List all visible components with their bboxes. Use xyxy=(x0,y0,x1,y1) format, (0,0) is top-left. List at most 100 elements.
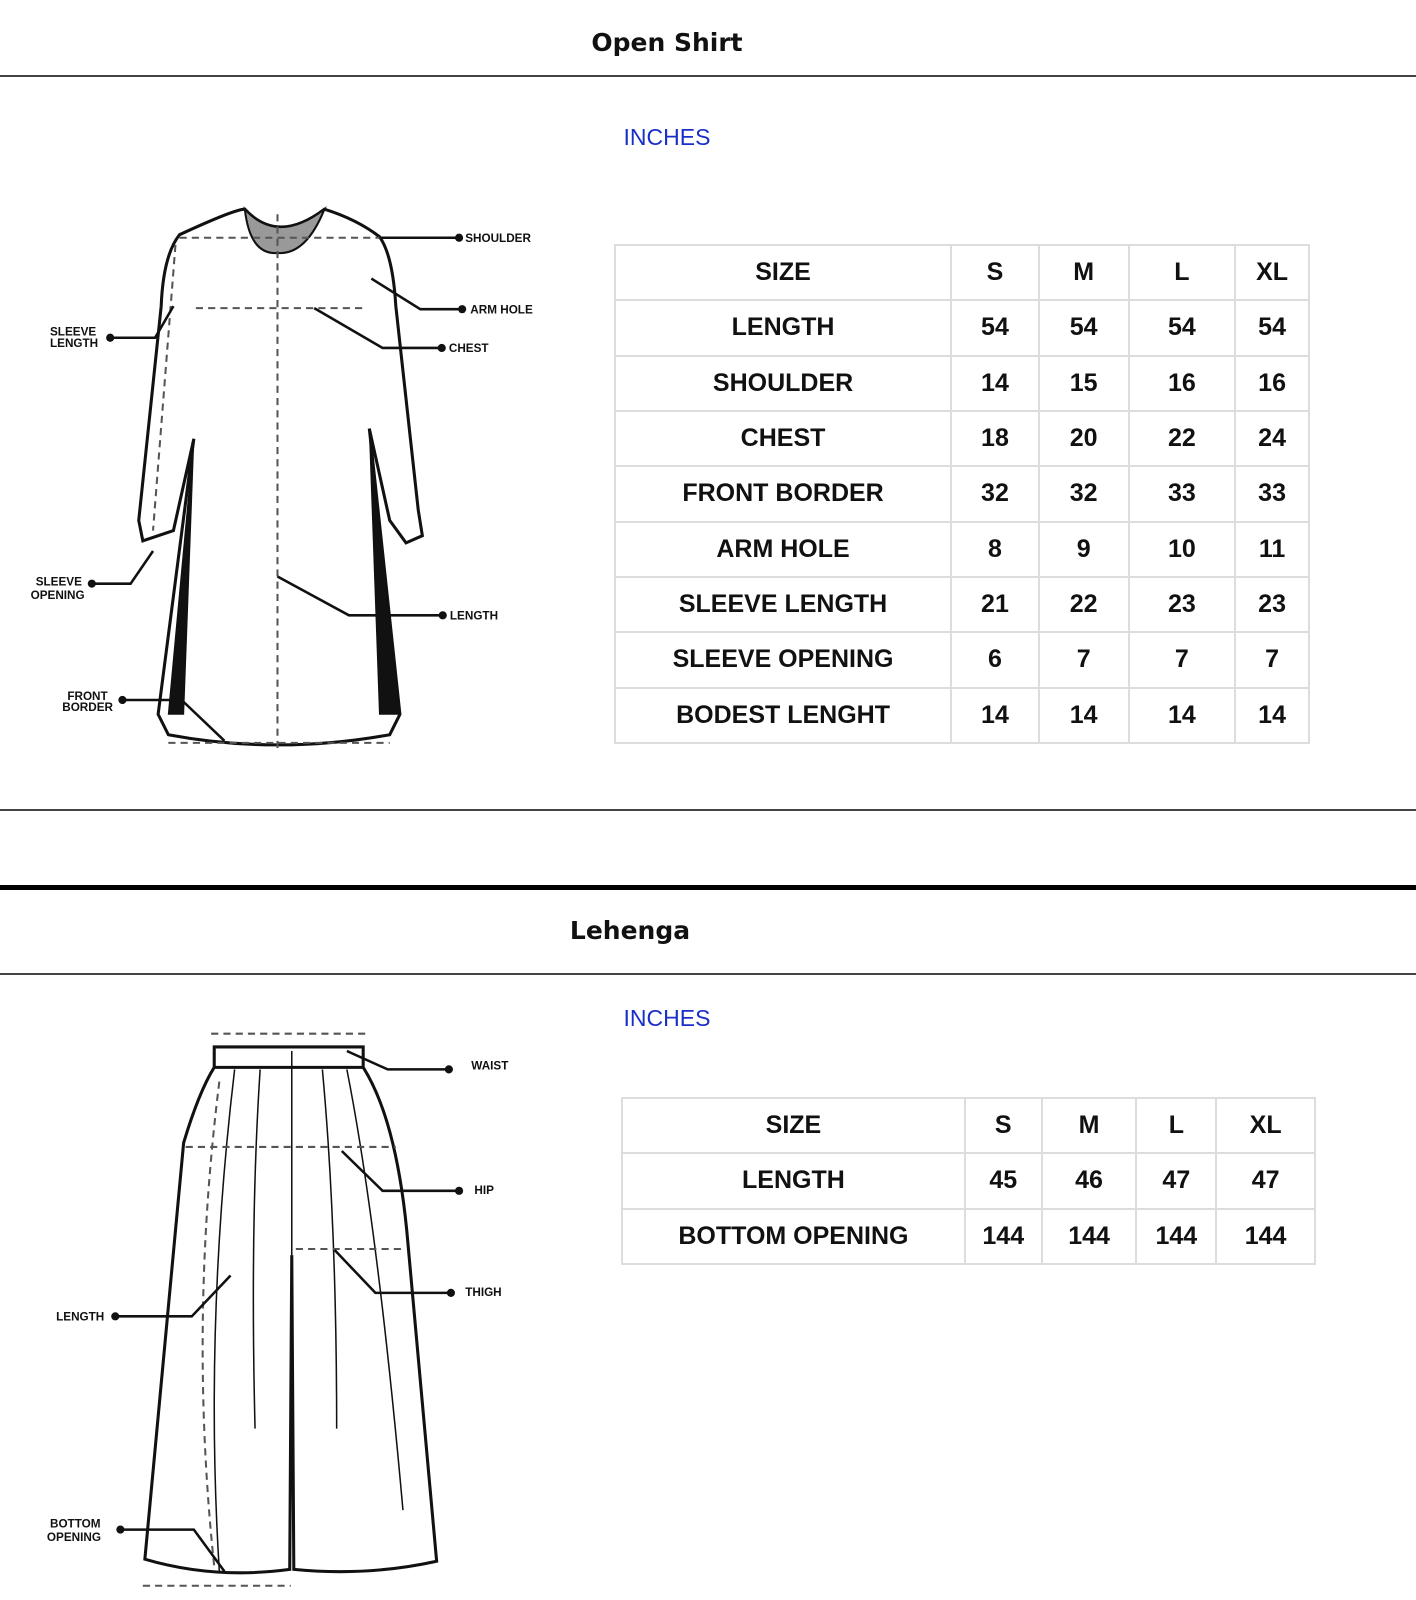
size-value: 14 xyxy=(950,354,1040,412)
label-chest: CHEST xyxy=(449,342,490,355)
measurement-name: SHOULDER xyxy=(613,354,953,412)
label-bottom-opening: BOTTOM xyxy=(50,1518,101,1531)
section-title-lehenga: Lehenga xyxy=(569,916,691,945)
size-value: 144 xyxy=(1135,1207,1218,1266)
size-value: 14 xyxy=(1127,686,1237,745)
size-value: 45 xyxy=(963,1152,1043,1210)
measurement-name: ARM HOLE xyxy=(613,520,953,578)
size-value: 8 xyxy=(950,520,1040,578)
section-title-open-shirt: Open Shirt xyxy=(591,28,743,57)
size-value: 10 xyxy=(1127,520,1237,578)
measurement-name: BOTTOM OPENING xyxy=(621,1207,966,1266)
column-header: M xyxy=(1040,1096,1138,1155)
size-value: 15 xyxy=(1037,354,1130,412)
size-value: 20 xyxy=(1037,409,1130,468)
label-bottom-opening-2: OPENING xyxy=(47,1531,101,1544)
measurement-name: SLEEVE LENGTH xyxy=(613,575,953,634)
size-value: 54 xyxy=(950,299,1040,357)
label-arm-hole: ARM HOLE xyxy=(470,303,533,316)
size-value: 24 xyxy=(1234,409,1310,468)
label-waist: WAIST xyxy=(471,1059,509,1072)
column-header: L xyxy=(1127,243,1237,302)
column-header: S xyxy=(950,243,1040,302)
units-label: INCHES xyxy=(623,124,711,150)
measurement-name: SLEEVE OPENING xyxy=(613,631,953,689)
divider-thick xyxy=(0,885,1416,890)
size-value: 23 xyxy=(1127,575,1237,634)
column-header: SIZE xyxy=(621,1096,966,1155)
label-length: LENGTH xyxy=(450,609,498,622)
size-value: 22 xyxy=(1127,409,1237,468)
measurement-name: FRONT BORDER xyxy=(613,465,953,523)
label-shoulder: SHOULDER xyxy=(465,232,531,245)
size-value: 9 xyxy=(1037,520,1130,578)
label-sleeve-opening: SLEEVE xyxy=(36,576,82,589)
column-header: S xyxy=(963,1096,1043,1155)
size-value: 32 xyxy=(950,465,1040,523)
column-header: SIZE xyxy=(613,243,953,302)
column-header: XL xyxy=(1234,243,1310,302)
divider xyxy=(0,809,1416,811)
size-value: 6 xyxy=(950,631,1040,689)
size-value: 54 xyxy=(1127,299,1237,357)
label-thigh: THIGH xyxy=(465,1286,501,1299)
label-front-border-2: BORDER xyxy=(62,701,113,714)
label-sleeve-length-2: LENGTH xyxy=(50,337,98,350)
lehenga-illustration xyxy=(111,1032,464,1587)
size-value: 16 xyxy=(1127,354,1237,412)
column-header: XL xyxy=(1215,1096,1316,1155)
size-value: 11 xyxy=(1234,520,1310,578)
size-value: 46 xyxy=(1040,1152,1138,1210)
size-value: 144 xyxy=(1040,1207,1138,1266)
label-hip: HIP xyxy=(474,1184,494,1197)
column-header: L xyxy=(1135,1096,1218,1155)
measurement-name: CHEST xyxy=(613,409,953,468)
size-value: 33 xyxy=(1127,465,1237,523)
size-value: 144 xyxy=(1215,1207,1316,1266)
size-value: 14 xyxy=(1037,686,1130,745)
size-value: 7 xyxy=(1037,631,1130,689)
size-value: 54 xyxy=(1234,299,1310,357)
size-value: 7 xyxy=(1234,631,1310,689)
size-value: 47 xyxy=(1215,1152,1316,1210)
size-value: 21 xyxy=(950,575,1040,634)
measurement-name: BODEST LENGHT xyxy=(613,686,953,745)
divider xyxy=(0,75,1416,77)
size-value: 144 xyxy=(963,1207,1043,1266)
column-header: M xyxy=(1037,243,1130,302)
open-shirt-illustration xyxy=(87,206,467,750)
label-sleeve-opening-2: OPENING xyxy=(31,589,85,602)
size-value: 33 xyxy=(1234,465,1310,523)
size-value: 14 xyxy=(950,686,1040,745)
units-label: INCHES xyxy=(623,1005,711,1031)
size-value: 14 xyxy=(1234,686,1310,745)
size-value: 47 xyxy=(1135,1152,1218,1210)
divider xyxy=(0,973,1416,975)
size-value: 32 xyxy=(1037,465,1130,523)
size-value: 18 xyxy=(950,409,1040,468)
size-value: 22 xyxy=(1037,575,1130,634)
size-value: 7 xyxy=(1127,631,1237,689)
size-value: 23 xyxy=(1234,575,1310,634)
size-value: 54 xyxy=(1037,299,1130,357)
label-front-border: FRONT xyxy=(67,690,108,703)
measurement-name: LENGTH xyxy=(613,299,953,357)
size-value: 16 xyxy=(1234,354,1310,412)
measurement-name: LENGTH xyxy=(621,1152,966,1210)
